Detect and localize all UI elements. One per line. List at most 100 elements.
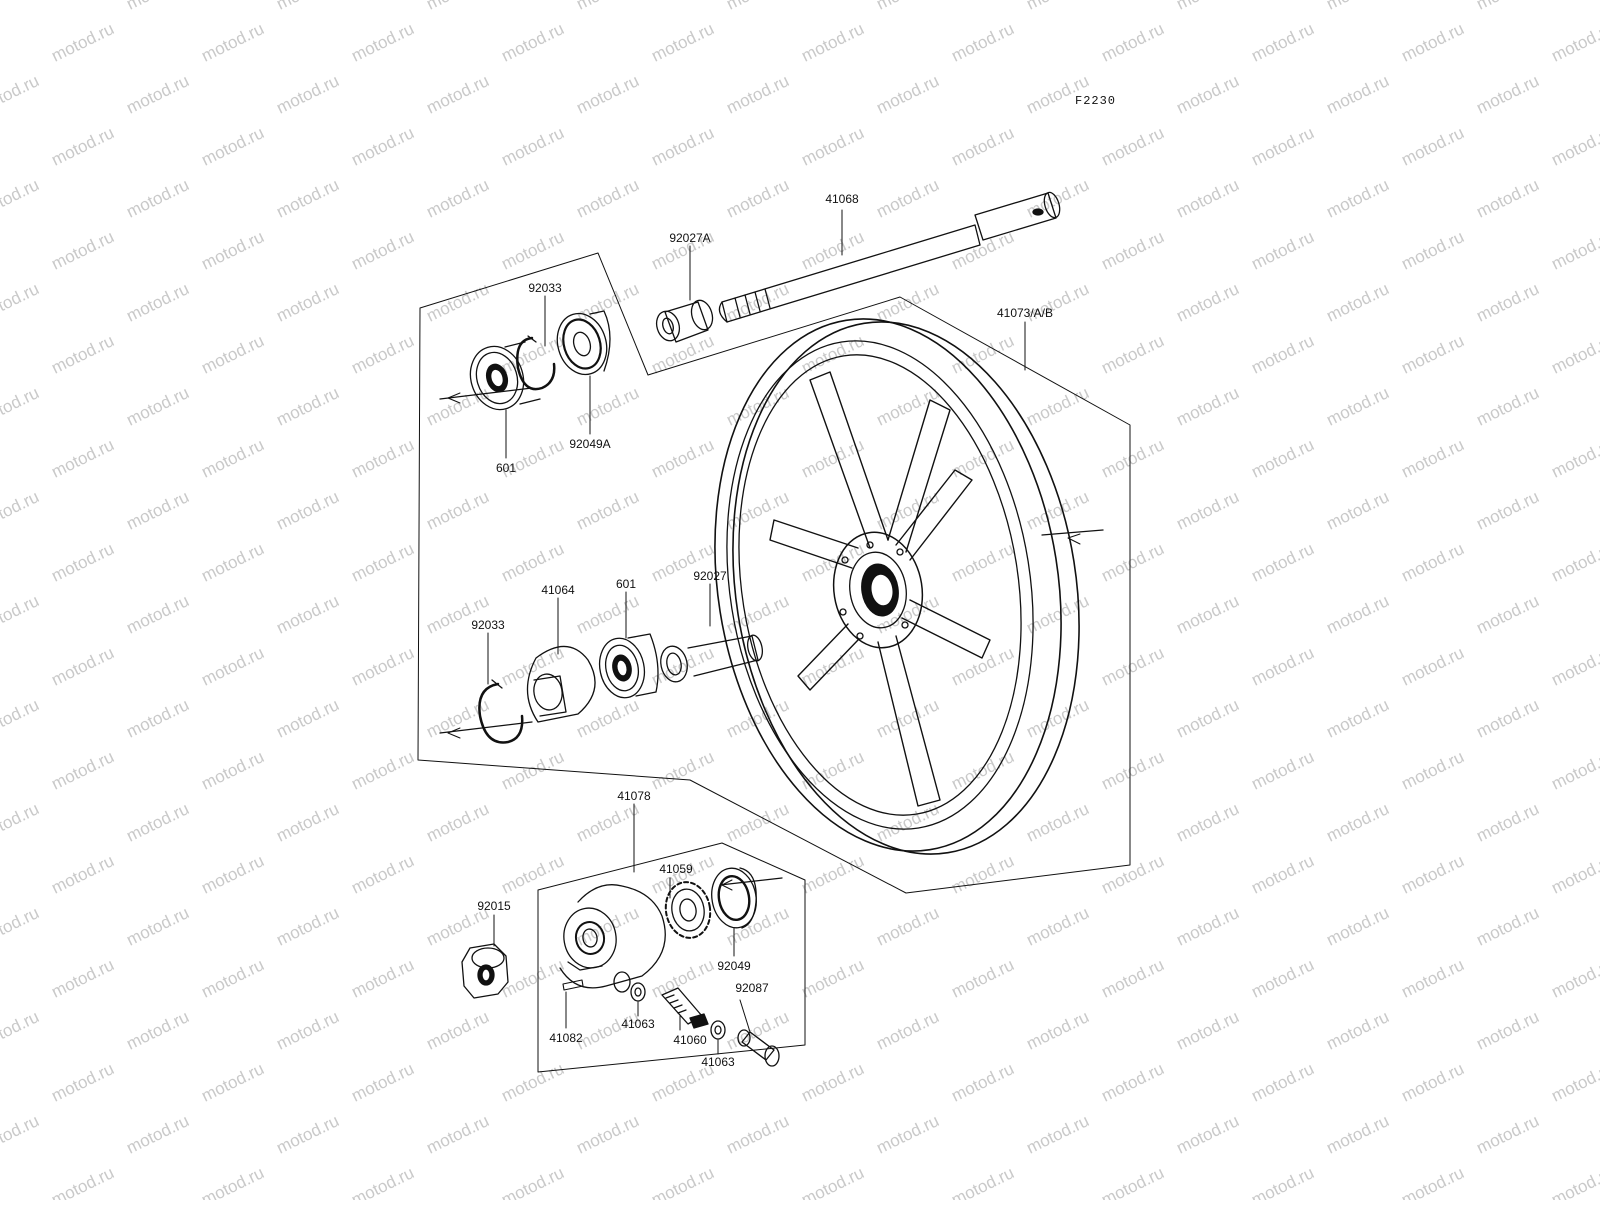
axle-nut[interactable] (461, 943, 509, 999)
watermark-text: motod.ru (0, 279, 42, 325)
watermark-text: motod.ru (1173, 591, 1242, 637)
watermark-text: motod.ru (48, 851, 117, 897)
watermark-text: motod.ru (648, 123, 717, 169)
watermark-text: motod.ru (573, 0, 642, 14)
wheel-bearing-top[interactable] (463, 340, 541, 416)
label-41068[interactable]: 41068 (825, 192, 859, 206)
label-41078[interactable]: 41078 (617, 789, 651, 803)
watermark-text: motod.ru (873, 0, 942, 14)
washer-b[interactable] (710, 1020, 726, 1040)
watermark-text: motod.ru (348, 19, 417, 65)
watermark-text: motod.ru (648, 19, 717, 65)
label-41059[interactable]: 41059 (659, 862, 693, 876)
watermark-text: motod.ru (1248, 1163, 1317, 1200)
watermark-text: motod.ru (1098, 331, 1167, 377)
spacer-collar[interactable] (658, 634, 765, 684)
watermark-text: motod.ru (123, 487, 192, 533)
watermark-text: motod.ru (1023, 695, 1092, 741)
label-41063-a[interactable]: 41063 (621, 1017, 655, 1031)
watermark-text: motod.ru (48, 19, 117, 65)
oil-seal-top[interactable] (550, 307, 614, 380)
watermark-text: motod.ru (1098, 227, 1167, 273)
washer-a[interactable] (630, 982, 646, 1002)
label-41063-b[interactable]: 41063 (701, 1055, 735, 1069)
label-41082[interactable]: 41082 (549, 1031, 583, 1045)
watermark-text: motod.ru (948, 123, 1017, 169)
watermark-text: motod.ru (1248, 539, 1317, 585)
housing-roller[interactable] (613, 971, 631, 993)
oil-seal-speedo[interactable] (707, 865, 761, 932)
watermark-text: motod.ru (1548, 19, 1600, 65)
label-92049[interactable]: 92049 (717, 959, 751, 973)
label-92033-top[interactable]: 92033 (528, 281, 562, 295)
speedometer-gear[interactable] (661, 879, 714, 942)
watermark-text: motod.ru (873, 799, 942, 845)
watermark-text: motod.ru (1473, 0, 1542, 14)
watermark-text: motod.ru (1323, 591, 1392, 637)
wheel-bearing-mid[interactable] (594, 633, 659, 702)
watermark-text: motod.ru (1398, 539, 1467, 585)
speedometer-gear-housing[interactable] (559, 884, 666, 989)
watermark-text: motod.ru (1398, 331, 1467, 377)
watermark-text: motod.ru (0, 487, 42, 533)
watermark-text: motod.ru (1248, 227, 1317, 273)
axle[interactable] (718, 191, 1062, 323)
watermark-text: motod.ru (198, 747, 267, 793)
watermark-text: motod.ru (1098, 1163, 1167, 1200)
watermark-text: motod.ru (123, 799, 192, 845)
watermark-text: motod.ru (123, 903, 192, 949)
watermark-text: motod.ru (1173, 799, 1242, 845)
label-92087[interactable]: 92087 (735, 981, 769, 995)
watermark-text: motod.ru (573, 591, 642, 637)
bushing[interactable] (737, 1029, 780, 1067)
watermark-text: motod.ru (1173, 903, 1242, 949)
watermark-text: motod.ru (123, 1007, 192, 1053)
watermark-text: motod.ru (1473, 695, 1542, 741)
watermark-text: motod.ru (1248, 747, 1317, 793)
watermark-text: motod.ru (873, 175, 942, 221)
label-601-mid[interactable]: 601 (616, 577, 636, 591)
label-92033-mid[interactable]: 92033 (471, 618, 505, 632)
watermark-text: motod.ru (723, 71, 792, 117)
label-92027A[interactable]: 92027A (669, 231, 710, 245)
watermark-text: motod.ru (648, 747, 717, 793)
watermark-text: motod.ru (873, 1111, 942, 1157)
watermark-text: motod.ru (723, 0, 792, 14)
watermark-text: motod.ru (948, 1059, 1017, 1105)
speedometer-pin[interactable] (562, 979, 584, 991)
label-41073[interactable]: 41073/A/B (997, 306, 1053, 320)
watermark-text: motod.ru (48, 227, 117, 273)
label-601-top[interactable]: 601 (496, 461, 516, 475)
diagram-code: F2230 (1075, 94, 1116, 108)
watermark-text: motod.ru (273, 71, 342, 117)
watermark-text: motod.ru (423, 1007, 492, 1053)
label-41060[interactable]: 41060 (673, 1033, 707, 1047)
watermark-text: motod.ru (423, 71, 492, 117)
watermark-text: motod.ru (1173, 175, 1242, 221)
section-outline-main (417, 252, 1131, 894)
label-92049A[interactable]: 92049A (569, 437, 610, 451)
watermark-text: motod.ru (873, 1007, 942, 1053)
watermark-text: motod.ru (1548, 435, 1600, 481)
watermark-text: motod.ru (1473, 175, 1542, 221)
circlip-mid[interactable] (478, 679, 524, 744)
watermark-text: motod.ru (723, 695, 792, 741)
watermark-text: motod.ru (273, 279, 342, 325)
watermark-text: motod.ru (198, 1163, 267, 1200)
watermark-text: motod.ru (723, 799, 792, 845)
watermark-text: motod.ru (48, 435, 117, 481)
label-92027[interactable]: 92027 (693, 569, 727, 583)
watermark-text: motod.ru (348, 955, 417, 1001)
watermark-text: motod.ru (198, 331, 267, 377)
circlip-top[interactable] (516, 335, 556, 391)
label-92015[interactable]: 92015 (477, 899, 511, 913)
axle-collar[interactable] (653, 298, 716, 344)
label-41064[interactable]: 41064 (541, 583, 575, 597)
speedometer-pinion[interactable] (661, 987, 709, 1029)
cast-wheel[interactable] (678, 294, 1116, 880)
speedometer-drive-plate[interactable] (526, 645, 596, 723)
watermark-text: motod.ru (48, 539, 117, 585)
watermark-text: motod.ru (348, 747, 417, 793)
watermark-text: motod.ru (798, 19, 867, 65)
watermark-text: motod.ru (1473, 71, 1542, 117)
